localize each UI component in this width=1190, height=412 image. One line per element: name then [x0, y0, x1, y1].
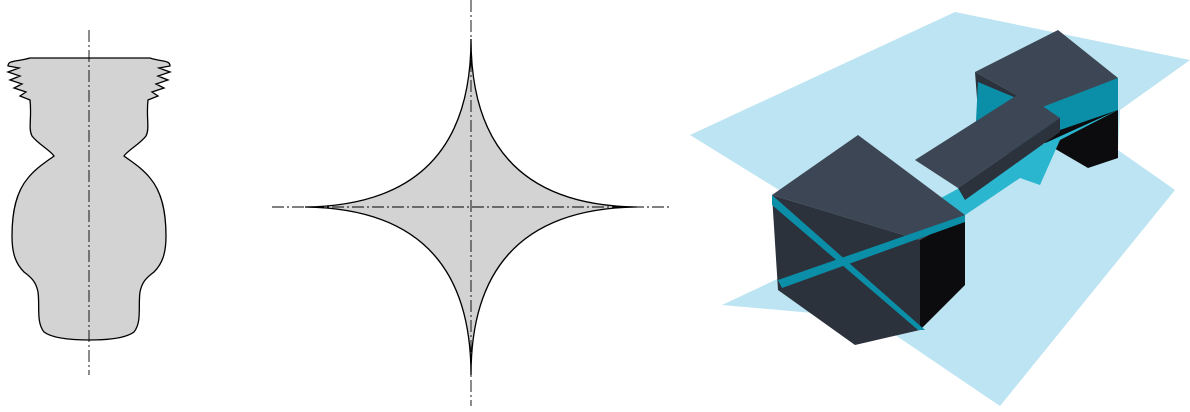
dumbbell-panel	[690, 12, 1190, 406]
left-block-top	[772, 135, 965, 240]
bar-top	[915, 92, 1060, 188]
left-block-section-lower	[778, 215, 965, 288]
bar-side	[958, 118, 1060, 200]
profile-panel	[6, 30, 172, 375]
astroid-panel	[272, 0, 672, 406]
right-block-top	[975, 30, 1118, 108]
bar-section	[900, 110, 1118, 232]
left-block-right-face	[920, 215, 965, 330]
